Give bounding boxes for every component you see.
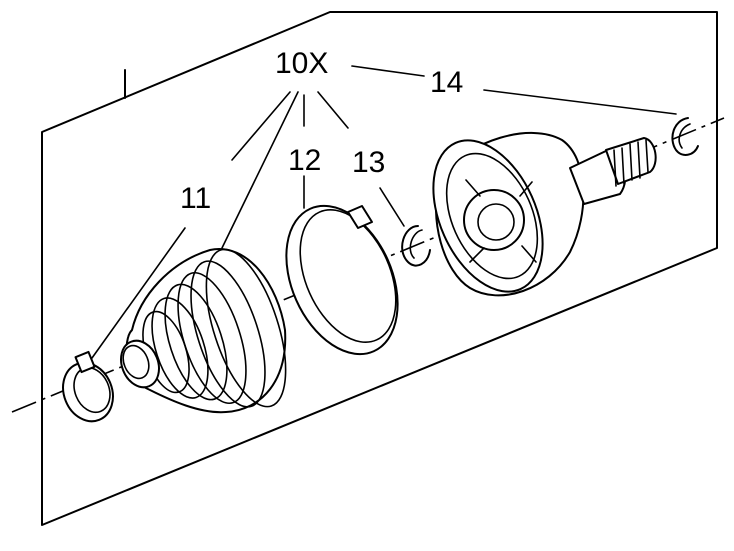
leader-10x-to-13 <box>317 91 349 129</box>
leader-10x-to-boot <box>221 91 299 249</box>
background-panel <box>41 11 718 526</box>
callout-10x: 10X <box>275 47 328 80</box>
leader-11-to-clamp <box>91 227 186 359</box>
cv-joint-housing <box>432 132 657 297</box>
leader-10x-to-14 <box>351 65 425 77</box>
leader-10x-to-11 <box>231 91 291 161</box>
callout-12: 12 <box>288 144 321 177</box>
leader-13-to-ring <box>379 187 405 227</box>
snap-ring <box>401 225 431 267</box>
retaining-ring <box>671 117 699 156</box>
leader-14-to-ring <box>483 89 677 115</box>
callout-14: 14 <box>430 66 463 99</box>
cv-boot <box>120 248 287 414</box>
leader-lines <box>91 65 677 359</box>
callout-13: 13 <box>352 146 385 179</box>
small-boot-clamp <box>62 350 114 423</box>
large-outer-clamp <box>285 204 399 356</box>
callout-11: 11 <box>180 182 211 215</box>
